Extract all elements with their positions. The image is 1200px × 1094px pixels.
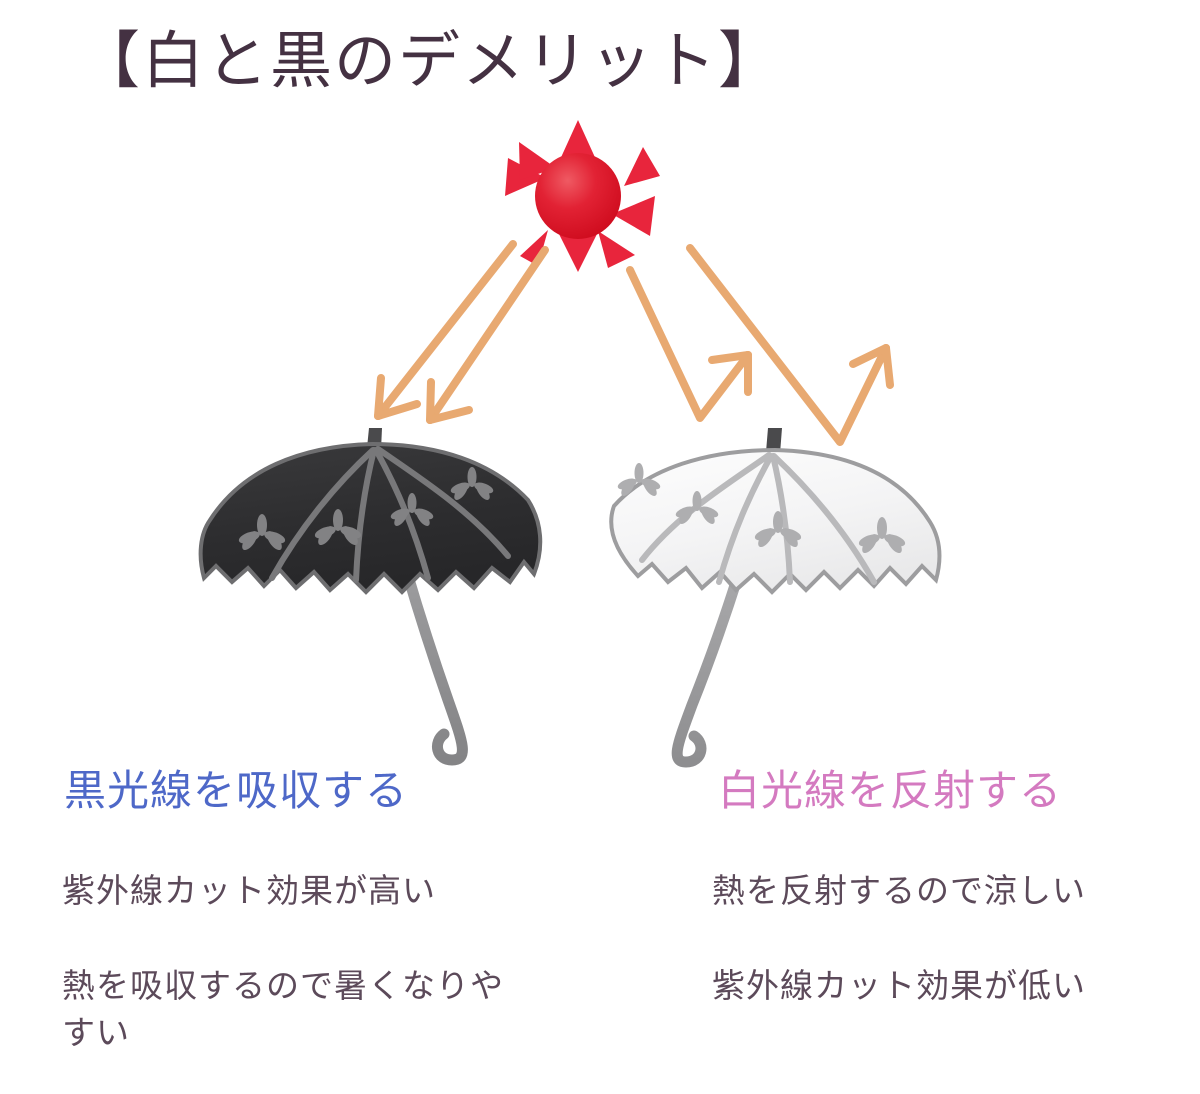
absorb-arrows (374, 240, 549, 424)
white-umbrella-flowers (617, 463, 906, 554)
black-umbrella-flowers (238, 467, 494, 551)
sun-icon (505, 120, 660, 272)
white-benefit-cool: 熱を反射するので涼しい (712, 871, 1086, 910)
white-umbrella (609, 428, 942, 768)
heading-black-absorbs: 黒光線を吸収する (64, 766, 409, 815)
white-umbrella-finial (766, 428, 782, 454)
sun-core (535, 153, 621, 239)
black-benefit-uv: 紫外線カット効果が高い (62, 871, 436, 910)
heading-white-reflects: 白光線を反射する (718, 766, 1063, 815)
reflect-arrows (626, 244, 894, 446)
black-umbrella (198, 428, 543, 766)
black-drawback-heat: 熱を吸収するので暑くなりやすい (62, 966, 504, 1052)
page-title: 【白と黒のデメリット】 (78, 24, 783, 97)
white-drawback-uv: 紫外線カット効果が低い (712, 966, 1086, 1005)
